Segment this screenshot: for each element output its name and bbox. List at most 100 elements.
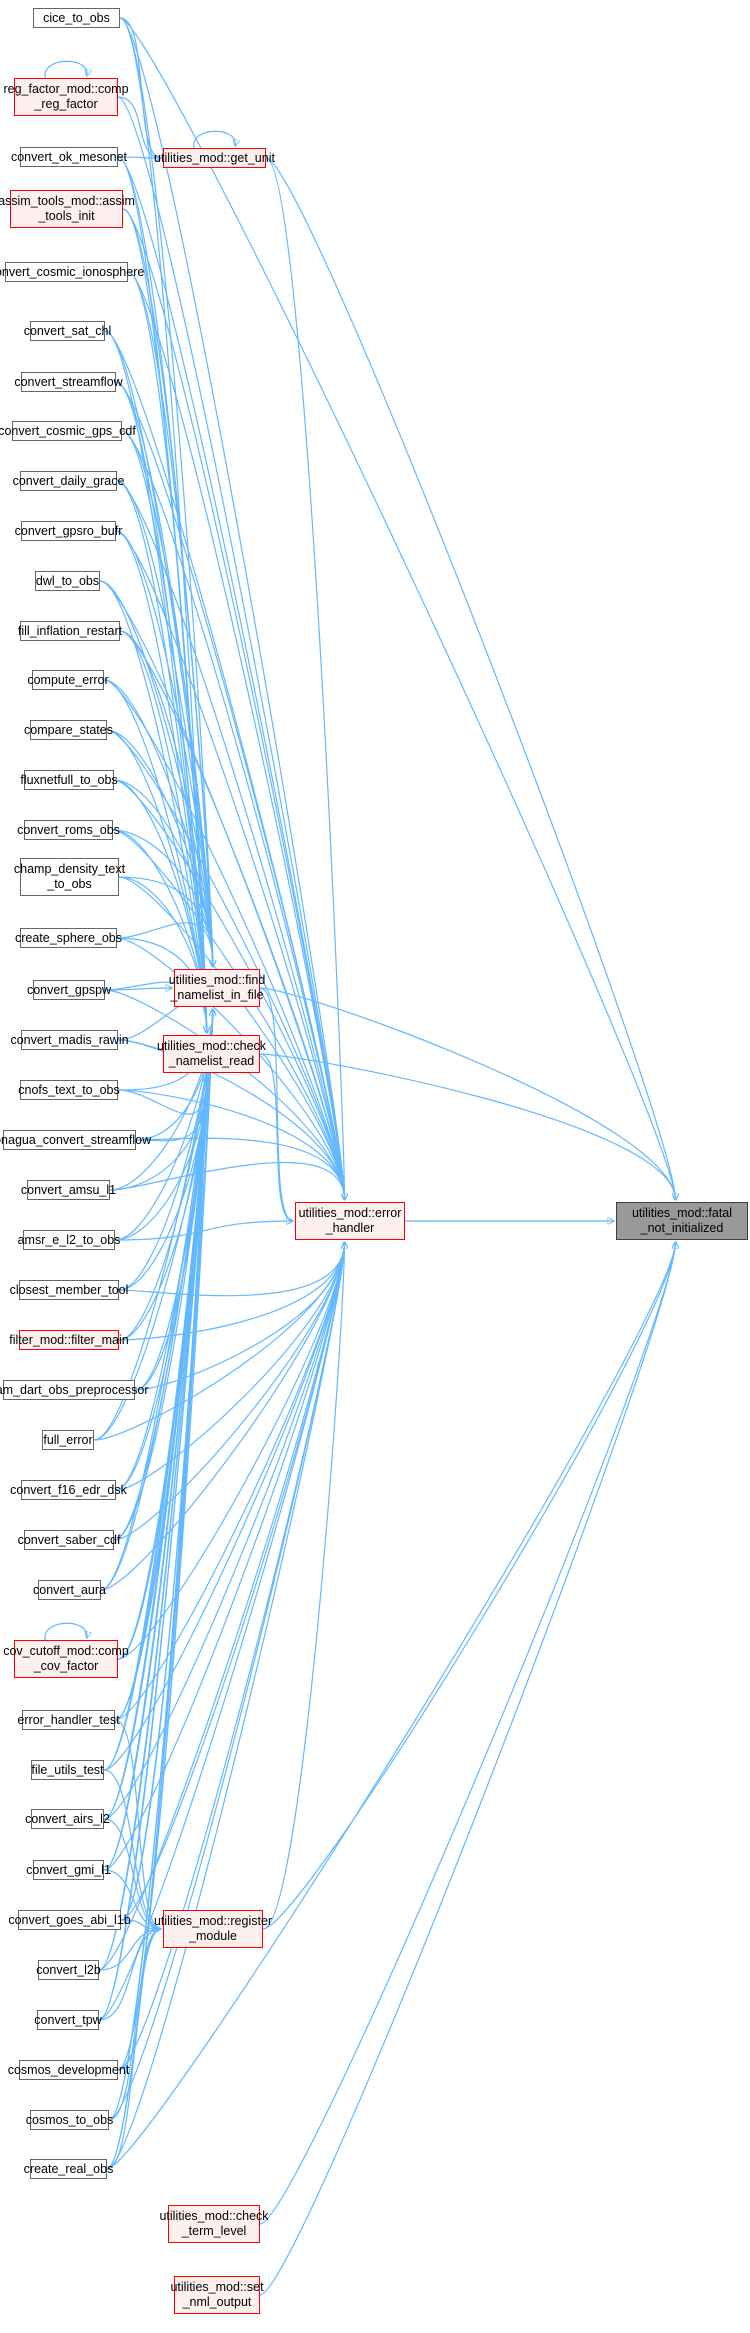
node-file-utils-test[interactable]: file_utils_test: [31, 1760, 104, 1780]
node-create-sphere-obs[interactable]: create_sphere_obs: [15, 928, 122, 948]
edge-convert_daily_grace-error-handler: [116, 480, 345, 1200]
edge-get-unit-fatal: [265, 157, 675, 1200]
edge-convert_saber_cdf-error-handler: [113, 1242, 345, 1541]
node-get-unit[interactable]: utilities_mod::get_unit: [154, 148, 275, 168]
edge-register-fatal: [262, 1242, 675, 1930]
node-register-module[interactable]: utilities_mod::register _module: [154, 1910, 272, 1948]
node-fluxnetfull-to-obs[interactable]: fluxnetfull_to_obs: [20, 770, 118, 790]
node-convert-streamflow[interactable]: convert_streamflow: [14, 372, 123, 392]
node-cam-dart[interactable]: cam_dart_obs_preprocessor: [0, 1380, 149, 1400]
edge-reg_factor-get-unit: [117, 96, 161, 158]
edge-convert_madis_rawin-check_namelist: [117, 999, 207, 1041]
node-champ-density[interactable]: champ_density_text _to_obs: [14, 858, 125, 896]
node-amsr-e-l2[interactable]: amsr_e_l2_to_obs: [18, 1230, 120, 1250]
edge-get-unit-error-handler: [265, 157, 345, 1200]
edge-check-term-fatal: [259, 1242, 675, 2225]
node-convert-amsu-l1[interactable]: convert_amsu_l1: [21, 1180, 116, 1200]
node-find-namelist[interactable]: utilities_mod::find _namelist_in_file: [169, 969, 265, 1007]
edge-cosmos_to_obs-register: [108, 1929, 161, 2121]
edge-convert_cosmic_ionosphere-check_namelist: [127, 271, 207, 1033]
edge-champ_density-error-handler: [118, 876, 345, 1200]
edge-compare_states-find_namelist: [106, 729, 213, 967]
edge-convert_madis_rawin-error-handler: [117, 1039, 345, 1200]
edge-create_real_obs-error-handler: [106, 1242, 345, 2170]
node-fill-inflation-restart[interactable]: fill_inflation_restart: [18, 621, 122, 641]
node-convert-gmi-l1[interactable]: convert_gmi_l1: [26, 1860, 111, 1880]
edge-convert_gmi_l1-check_namelist: [103, 1075, 207, 1871]
edge-convert_gmi_l1-error-handler: [103, 1242, 345, 1871]
node-convert-aura[interactable]: convert_aura: [33, 1580, 106, 1600]
edge-file_utils_test-error-handler: [103, 1242, 345, 1771]
node-convert-cosmic-ionosphere[interactable]: convert_cosmic_ionosphere: [0, 262, 144, 282]
edge-create_sphere_obs-find_namelist: [116, 922, 213, 967]
node-error-handler[interactable]: utilities_mod::error _handler: [295, 1202, 405, 1240]
node-convert-madis-rawin[interactable]: convert_madis_rawin: [10, 1030, 129, 1050]
edge-dwl_to_obs-error-handler: [99, 580, 345, 1200]
node-convert-f16[interactable]: convert_f16_edr_dsk: [10, 1480, 127, 1500]
edge-convert_aura-check_namelist: [100, 1075, 207, 1591]
edge-cov-cutoff-self: [44, 1622, 87, 1641]
edge-conagua-error-handler: [135, 1137, 345, 1200]
node-cosmos-development[interactable]: cosmos_development: [8, 2060, 129, 2080]
edge-cice-fatal: [119, 17, 675, 1200]
node-cice-to-obs[interactable]: cice_to_obs: [33, 8, 120, 28]
edge-convert_gpspw-find_namelist: [104, 988, 172, 990]
node-convert-saber-cdf[interactable]: convert_saber_cdf: [18, 1530, 120, 1550]
edge-cice_to_obs-error-handler: [119, 17, 345, 1200]
node-cosmos-to-obs[interactable]: cosmos_to_obs: [26, 2110, 113, 2130]
node-convert-ok-mesonet[interactable]: convert_ok_mesonet: [11, 147, 127, 167]
node-convert-sat-chl[interactable]: convert_sat_chl: [24, 321, 111, 341]
node-convert-tpw[interactable]: convert_tpw: [34, 2010, 102, 2030]
node-error-handler-test[interactable]: error_handler_test: [17, 1710, 120, 1730]
edge-create_sphere_obs-check_namelist: [116, 937, 207, 1033]
node-dwl-to-obs[interactable]: dwl_to_obs: [35, 571, 100, 591]
node-convert-airs-l2[interactable]: convert_airs_l2: [25, 1809, 110, 1829]
edge-check-error-handler: [259, 1053, 293, 1221]
edge-set-nml-fatal: [259, 1242, 675, 2296]
node-cnofs-text-to-obs[interactable]: cnofs_text_to_obs: [18, 1080, 120, 1100]
node-full-error[interactable]: full_error: [42, 1430, 94, 1450]
edge-fill_inflation_restart-find_namelist: [119, 630, 213, 967]
edge-find-fatal: [259, 987, 675, 1200]
node-convert-roms-obs[interactable]: convert_roms_obs: [17, 820, 120, 840]
edge-create_real_obs-check_namelist: [106, 1075, 207, 2170]
edge-convert_cosmic_gps_cdf-error-handler: [121, 430, 345, 1200]
node-conagua[interactable]: conagua_convert_streamflow: [0, 1130, 151, 1150]
edge-closest_member_tool-error-handler: [118, 1242, 345, 1297]
node-fatal[interactable]: utilities_mod::fatal _not_initialized: [616, 1202, 748, 1240]
edge-convert_aura-error-handler: [100, 1242, 345, 1591]
edge-reg-factor-self: [44, 60, 87, 79]
edge-error_handler_test-error-handler: [114, 1242, 345, 1721]
edge-register-error-handler: [262, 1242, 345, 1930]
node-convert-gpsro-bufr[interactable]: convert_gpsro_bufr: [15, 521, 122, 541]
edge-filter_main-error-handler: [118, 1242, 345, 1341]
node-convert-goes-abi[interactable]: convert_goes_abi_l1b: [8, 1910, 131, 1930]
node-compute-error[interactable]: compute_error: [27, 670, 109, 690]
node-compare-states[interactable]: compare_states: [24, 720, 113, 740]
node-convert-cosmic-gps-cdf[interactable]: convert_cosmic_gps_cdf: [0, 421, 136, 441]
edge-reg-factor-error-handler: [117, 96, 345, 1200]
node-check-namelist[interactable]: utilities_mod::check _namelist_read: [157, 1035, 266, 1073]
node-reg-factor[interactable]: reg_factor_mod::comp _reg_factor: [3, 78, 129, 116]
node-set-nml-output[interactable]: utilities_mod::set _nml_output: [170, 2276, 264, 2314]
node-filter-main[interactable]: filter_mod::filter_main: [9, 1330, 129, 1350]
node-create-real-obs[interactable]: create_real_obs: [24, 2159, 113, 2179]
edge-amsr_e_l2-error-handler: [114, 1221, 293, 1241]
edge-fluxnetfull_to_obs-error-handler: [113, 779, 345, 1200]
edge-file_utils_test-register: [103, 1769, 161, 1929]
edge-convert_amsu_l1-error-handler: [109, 1161, 345, 1200]
edge-fill_inflation_restart-error-handler: [119, 630, 345, 1200]
node-closest-member-tool[interactable]: closest_member_tool: [10, 1280, 128, 1300]
edge-cice_to_obs-get-unit: [119, 17, 161, 158]
node-check-term-level[interactable]: utilities_mod::check _term_level: [159, 2205, 269, 2243]
edge-create_real_obs-register: [106, 1929, 161, 2170]
node-assim-tools-init[interactable]: assim_tools_mod::assim _tools_init: [0, 190, 135, 228]
node-convert-gpspw[interactable]: convert_gpspw: [27, 980, 111, 1000]
node-cov-cutoff[interactable]: cov_cutoff_mod::comp _cov_factor: [3, 1640, 129, 1678]
edge-get-unit-self: [193, 130, 236, 149]
node-convert-l2b[interactable]: convert_l2b: [36, 1960, 101, 1980]
node-convert-daily-grace[interactable]: convert_daily_grace: [13, 471, 124, 491]
edge-convert_cosmic_ionosphere-error-handler: [127, 271, 345, 1200]
